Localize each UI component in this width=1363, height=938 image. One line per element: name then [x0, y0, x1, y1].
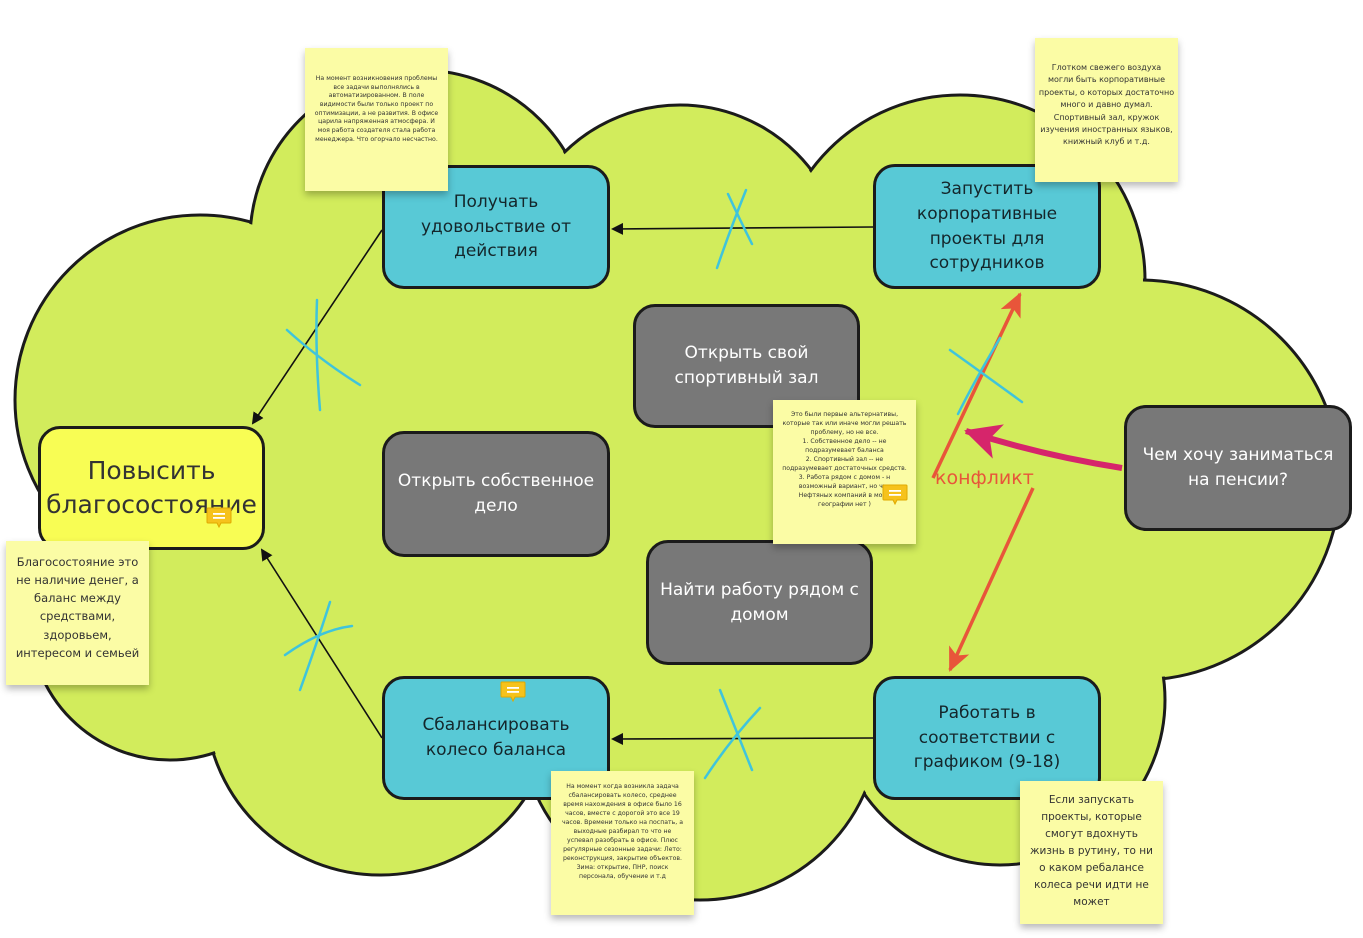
sticky-note-bottom-center[interactable]: На момент когда возникла задача сбаланси…: [551, 771, 694, 915]
sticky-note-top-right-text: Глотком свежего воздуха могли быть корпо…: [1038, 63, 1175, 147]
conflict-arrow-up: [931, 292, 1022, 479]
job-node-label: Найти работу рядом с домом: [660, 579, 859, 625]
business-node[interactable]: Открыть собственное дело: [382, 431, 610, 557]
sticky-note-definition-text: Благосостояние это не наличие денег, а б…: [15, 555, 140, 660]
corporate-node[interactable]: Запустить корпоративные проекты для сотр…: [873, 164, 1101, 289]
conflict-label: конфликт: [935, 467, 1034, 489]
retire-node[interactable]: Чем хочу заниматься на пенсии?: [1124, 405, 1352, 531]
cross-marks: [283, 188, 1024, 780]
comment-icon[interactable]: [206, 507, 232, 529]
arrow-schedule-to-balance: [611, 732, 874, 745]
pleasure-node-label: Получать удовольствие от действия: [420, 192, 571, 262]
retire-arrow: [964, 424, 1123, 471]
balance-node-label: Сбалансировать колесо баланса: [422, 715, 570, 760]
gym-node-label: Открыть свой спортивный зал: [674, 343, 819, 388]
business-node-label: Открыть собственное дело: [397, 471, 595, 516]
sticky-note-top-left[interactable]: На момент возникновения проблемы все зад…: [305, 48, 448, 191]
corporate-node-label: Запустить корпоративные проекты для сотр…: [916, 179, 1058, 274]
comment-icon[interactable]: [882, 484, 908, 506]
goal-node[interactable]: Повысить благосостояние: [38, 426, 265, 550]
job-node[interactable]: Найти работу рядом с домом: [646, 540, 873, 665]
arrow-balance-to-goal: [260, 548, 383, 739]
goal-node-label: Повысить благосостояние: [46, 456, 257, 519]
sticky-note-alternatives[interactable]: Это были первые альтернативы, которые та…: [773, 400, 916, 544]
schedule-node[interactable]: Работать в соответствии с графиком (9-18…: [873, 676, 1101, 800]
comment-icon[interactable]: [500, 681, 526, 703]
sticky-note-top-left-text: На момент возникновения проблемы все зад…: [314, 75, 439, 143]
schedule-node-label: Работать в соответствии с графиком (9-18…: [913, 703, 1061, 773]
sticky-note-bottom-center-text: На момент когда возникла задача сбаланси…: [561, 783, 684, 880]
sticky-note-alternatives-text: Это были первые альтернативы, которые та…: [782, 411, 907, 508]
sticky-note-top-right[interactable]: Глотком свежего воздуха могли быть корпо…: [1035, 38, 1178, 182]
retire-node-label: Чем хочу заниматься на пенсии?: [1142, 445, 1334, 490]
conflict-arrows: [931, 292, 1123, 672]
sticky-note-bottom-right[interactable]: Если запускать проекты, которые смогут в…: [1020, 781, 1163, 924]
conflict-arrow-down: [948, 487, 1035, 672]
sticky-note-bottom-right-text: Если запускать проекты, которые смогут в…: [1030, 794, 1153, 908]
sticky-note-definition[interactable]: Благосостояние это не наличие денег, а б…: [6, 541, 149, 685]
